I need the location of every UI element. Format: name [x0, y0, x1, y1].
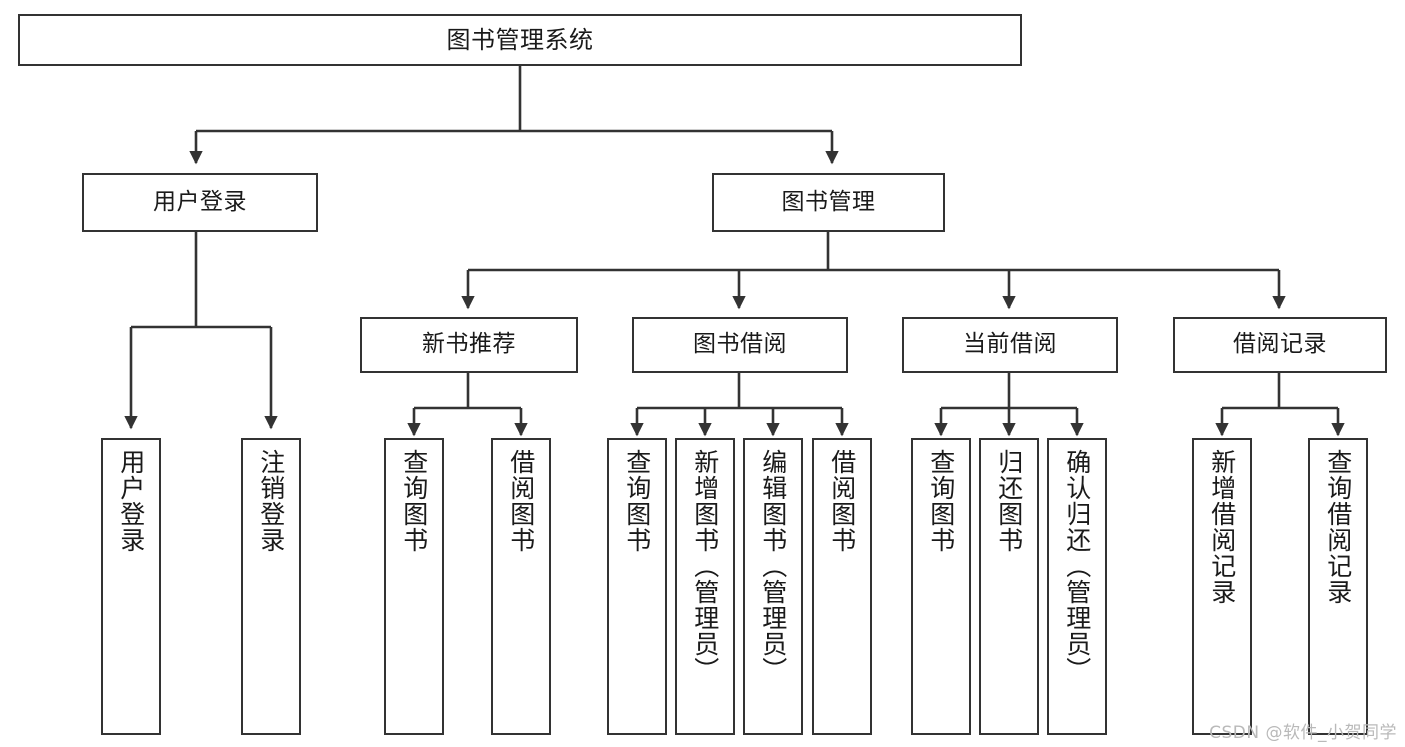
node-label: 借阅记录: [1233, 331, 1327, 358]
node-label: 新书推荐: [422, 331, 516, 358]
leaf-new-book-query[interactable]: 查询图书: [384, 438, 444, 735]
node-label: 编辑图书（管理员）: [758, 449, 788, 683]
leaf-current-borrow-return[interactable]: 归还图书: [979, 438, 1039, 735]
node-label: 查询图书: [622, 449, 652, 553]
leaf-book-borrow-query[interactable]: 查询图书: [607, 438, 667, 735]
node-label: 图书管理: [781, 188, 876, 215]
node-label: 查询借阅记录: [1323, 449, 1353, 605]
node-label: 查询图书: [926, 449, 956, 553]
leaf-borrow-record-add[interactable]: 新增借阅记录: [1192, 438, 1252, 735]
node-label: 用户登录: [116, 449, 146, 553]
node-new-book-recommend[interactable]: 新书推荐: [360, 317, 578, 373]
node-label: 注销登录: [256, 449, 286, 553]
leaf-user-login-signin[interactable]: 用户登录: [101, 438, 161, 735]
leaf-borrow-record-query[interactable]: 查询借阅记录: [1308, 438, 1368, 735]
node-label: 图书管理系统: [446, 25, 594, 54]
node-label: 当前借阅: [963, 331, 1057, 358]
leaf-book-borrow-edit-admin[interactable]: 编辑图书（管理员）: [743, 438, 803, 735]
leaf-book-borrow-add-admin[interactable]: 新增图书（管理员）: [675, 438, 735, 735]
node-user-login[interactable]: 用户登录: [82, 173, 318, 232]
leaf-user-login-signout[interactable]: 注销登录: [241, 438, 301, 735]
node-borrow-record[interactable]: 借阅记录: [1173, 317, 1387, 373]
node-book-borrow[interactable]: 图书借阅: [632, 317, 848, 373]
leaf-current-borrow-query[interactable]: 查询图书: [911, 438, 971, 735]
node-label: 新增借阅记录: [1207, 449, 1237, 605]
leaf-current-borrow-confirm-admin[interactable]: 确认归还（管理员）: [1047, 438, 1107, 735]
node-root-system[interactable]: 图书管理系统: [18, 14, 1022, 66]
node-label: 借阅图书: [506, 449, 536, 553]
node-label: 确认归还（管理员）: [1062, 449, 1092, 683]
node-label: 查询图书: [399, 449, 429, 553]
node-label: 归还图书: [994, 449, 1024, 553]
leaf-new-book-borrow[interactable]: 借阅图书: [491, 438, 551, 735]
node-label: 借阅图书: [827, 449, 857, 553]
node-label: 图书借阅: [693, 331, 787, 358]
node-label: 用户登录: [153, 188, 247, 215]
csdn-watermark: CSDN @软件_小贺同学: [1209, 723, 1397, 743]
leaf-book-borrow-borrow[interactable]: 借阅图书: [812, 438, 872, 735]
node-book-management[interactable]: 图书管理: [712, 173, 945, 232]
node-label: 新增图书（管理员）: [690, 449, 720, 683]
node-current-borrow[interactable]: 当前借阅: [902, 317, 1118, 373]
